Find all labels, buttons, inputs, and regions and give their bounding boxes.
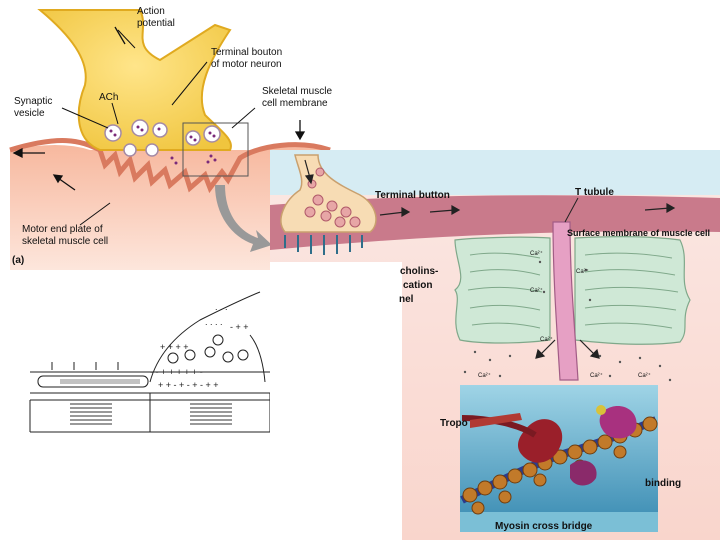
label-ca-7: Ca²⁺ bbox=[638, 373, 651, 379]
troponin bbox=[599, 406, 637, 439]
svg-text:- - + + + + + -: - - + + + + + - bbox=[150, 367, 203, 377]
label-skeletal-membrane: Skeletal muscle cell membrane bbox=[262, 86, 333, 109]
label-binding: binding bbox=[645, 478, 682, 489]
label-ach: ACh bbox=[99, 92, 119, 103]
label-tropo: Tropo bbox=[440, 418, 468, 429]
motor-neuron-terminal bbox=[37, 9, 232, 151]
actin-beads bbox=[462, 416, 658, 515]
svg-text:+ + - + - + - + +: + + - + - + - + + bbox=[158, 380, 219, 390]
label-channel-1: cholins- bbox=[400, 266, 439, 277]
ach-dots bbox=[109, 125, 217, 165]
label-ca-4: Ca²⁺ bbox=[540, 337, 553, 343]
label-t-tubule: T tubule bbox=[575, 187, 614, 198]
label-panel-a: (a) bbox=[12, 255, 25, 266]
panel-b-left-mask bbox=[270, 262, 402, 540]
t-tubule bbox=[552, 221, 579, 381]
label-channel-2: cation bbox=[403, 280, 433, 291]
label-synaptic-vesicle: Synaptic vesicle bbox=[14, 96, 53, 119]
arrows-b bbox=[304, 159, 676, 359]
muscle-membrane-a bbox=[9, 138, 331, 194]
label-motor-end-plate: Motor end plate of skeletal muscle cell bbox=[22, 224, 109, 247]
junctional-folds bbox=[284, 235, 363, 255]
zoom-box bbox=[182, 122, 249, 177]
surface-membrane-band bbox=[270, 195, 720, 250]
svg-text:. . . .: . . . . bbox=[205, 317, 223, 327]
sarcoplasmic-reticulum-right bbox=[574, 236, 691, 345]
vesicles-b bbox=[304, 167, 361, 228]
label-terminal-button: Terminal button bbox=[375, 190, 450, 201]
label-terminal-bouton: Terminal bouton of motor neuron bbox=[211, 47, 283, 70]
calcium-dots bbox=[463, 260, 672, 382]
sr-folds bbox=[467, 252, 679, 329]
svg-text:. . .: . . . bbox=[215, 302, 228, 312]
label-ca-6: Ca²⁺ bbox=[590, 373, 603, 379]
zoom-arrow bbox=[215, 185, 272, 252]
sketch-vesicles bbox=[167, 334, 249, 364]
label-surface-membrane: Surface membrane of muscle cell bbox=[567, 228, 711, 238]
label-ca-3: Ca²⁺ bbox=[576, 269, 589, 275]
atp-ball bbox=[596, 405, 606, 415]
label-channel-3: nel bbox=[399, 294, 414, 305]
label-ca-5: Ca²⁺ bbox=[478, 373, 491, 379]
label-ca-2: Ca²⁺ bbox=[530, 288, 543, 294]
leader-lines-a bbox=[61, 29, 256, 226]
svg-text:- + +: - + + bbox=[230, 322, 249, 332]
t-tubule-leader bbox=[564, 197, 579, 223]
label-action-potential: Action potential bbox=[137, 6, 175, 29]
label-ca-1: Ca²⁺ bbox=[530, 251, 543, 257]
charge-marks: + + + + - - + + + + + - + + - + - + - + +… bbox=[150, 302, 249, 390]
label-myosin-cross-bridge: Myosin cross bridge bbox=[495, 521, 593, 532]
sarcoplasmic-reticulum-left bbox=[454, 236, 551, 344]
svg-text:+ + + +: + + + + bbox=[160, 342, 189, 352]
